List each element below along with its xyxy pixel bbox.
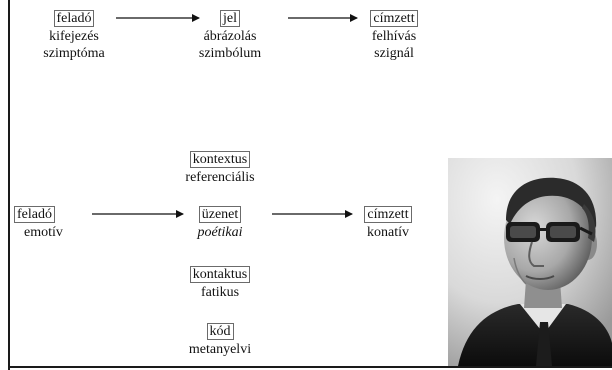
portrait-photo-image [448,158,612,366]
model2-context-title: kontextus [189,151,251,168]
model1-receiver-line-1: felhívás [371,29,417,44]
model2-contact-node: kontaktus fatikus [175,266,265,301]
model1-sign-title: jel [220,10,240,27]
model1-receiver-line-2: szignál [374,46,414,61]
model2-sender-node: feladó emotív [14,206,78,241]
model1-sender-line-2: szimptóma [43,46,105,61]
model1-receiver-node: címzett felhívás szignál [352,10,436,62]
model2-message-node: üzenet poétikai [170,206,270,241]
model2-message-title: üzenet [198,206,242,223]
model1-sign-line-2: szimbólum [198,46,262,61]
model2-receiver-node: címzett konatív [348,206,428,241]
model2-contact-title: kontaktus [189,266,251,283]
model1-sign-node: jel ábrázolás szimbólum [180,10,280,62]
model1-sender-node: feladó kifejezés szimptóma [27,10,121,62]
model2-code-title: kód [206,323,234,340]
model1-receiver-title: címzett [370,10,418,27]
model2-receiver-title: címzett [364,206,412,223]
model2-message-function: poétikai [197,225,243,240]
model1-sign-line-1: ábrázolás [203,29,257,44]
frame-bottom-border [8,366,612,368]
model2-context-function: referenciális [185,170,255,185]
model2-code-function: metanyelvi [188,342,252,357]
model2-sender-title: feladó [14,206,55,223]
model1-sender-line-1: kifejezés [49,29,99,44]
model2-receiver-function: konatív [367,225,409,240]
model2-context-node: kontextus referenciális [166,151,274,186]
model2-contact-function: fatikus [200,285,240,300]
frame-left-border [8,0,10,370]
portrait-photo [448,158,612,366]
model1-sender-title: feladó [53,10,95,27]
model2-sender-function: emotív [24,225,63,240]
model2-code-node: kód metanyelvi [168,323,272,358]
